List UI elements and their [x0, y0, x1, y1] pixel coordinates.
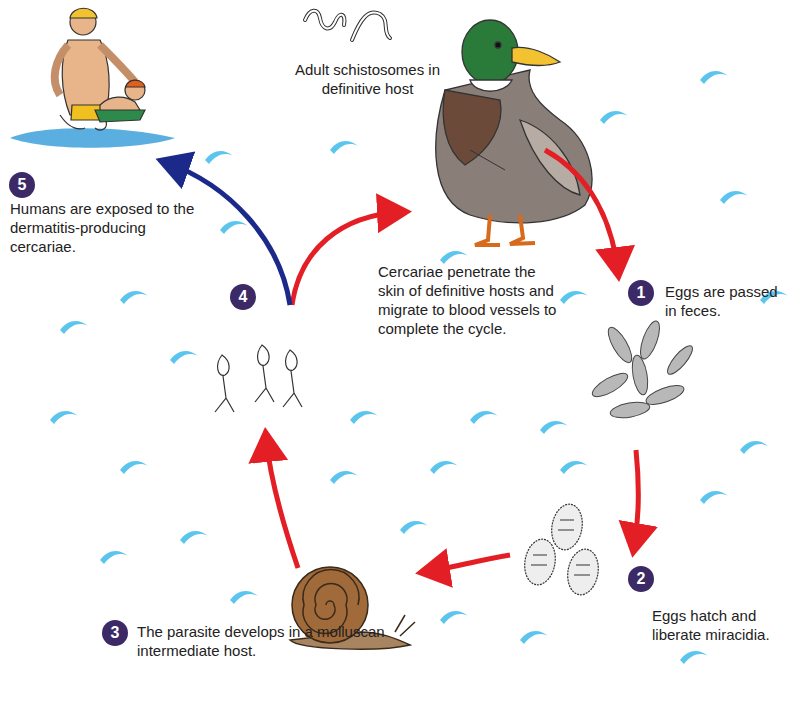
- duck: [436, 20, 592, 245]
- cycle-arrows: [165, 150, 638, 572]
- adult-worms: [305, 11, 390, 40]
- wave: [180, 531, 208, 544]
- wave: [120, 291, 148, 304]
- wave: [560, 291, 588, 304]
- wave: [230, 591, 258, 604]
- wave: [100, 551, 128, 564]
- wave: [330, 141, 358, 154]
- wave: [680, 651, 708, 664]
- step-number-circle: 1: [628, 280, 654, 306]
- callout-number: 5: [18, 176, 27, 194]
- swimmers: [10, 8, 175, 148]
- wave: [430, 461, 458, 474]
- wave: [60, 321, 88, 334]
- water-waves: [50, 71, 788, 664]
- step-description: Cercariae penetrate the skin of definiti…: [378, 262, 563, 338]
- step-description: Humans are exposed to the dermatitis-pro…: [10, 199, 205, 256]
- step-number-circle: 3: [102, 620, 128, 646]
- host-label: Adult schistosomes in definitive host: [290, 60, 445, 98]
- wave: [205, 151, 233, 164]
- wave: [440, 611, 468, 624]
- wave: [400, 521, 428, 534]
- wave: [600, 111, 628, 124]
- wave: [50, 411, 78, 424]
- wave: [720, 191, 748, 204]
- wave: [470, 411, 498, 424]
- cercariae: [215, 345, 302, 412]
- wave: [440, 251, 468, 264]
- wave: [520, 631, 548, 644]
- wave: [700, 491, 728, 504]
- wave: [120, 461, 148, 474]
- wave: [700, 71, 728, 84]
- step-description: Eggs hatch and liberate miracidia.: [652, 606, 792, 644]
- step-number-circle: 4: [230, 284, 256, 310]
- wave: [740, 441, 768, 454]
- step-description: Eggs are passed in feces.: [665, 282, 790, 320]
- callout-number: 3: [111, 624, 120, 642]
- wave: [170, 351, 198, 364]
- callout-number: 2: [637, 570, 646, 588]
- wave: [560, 461, 588, 474]
- wave: [540, 421, 568, 434]
- eggs: [589, 319, 696, 421]
- wave: [220, 221, 248, 234]
- step-number-circle: 2: [628, 566, 654, 592]
- step-description: The parasite develops in a molluscan int…: [137, 622, 387, 660]
- step-number-circle: 5: [9, 172, 35, 198]
- wave: [350, 411, 378, 424]
- miracidia: [521, 502, 602, 598]
- wave: [330, 471, 358, 484]
- callout-number: 1: [637, 284, 646, 302]
- callout-number: 4: [239, 288, 248, 306]
- wave: [250, 451, 278, 464]
